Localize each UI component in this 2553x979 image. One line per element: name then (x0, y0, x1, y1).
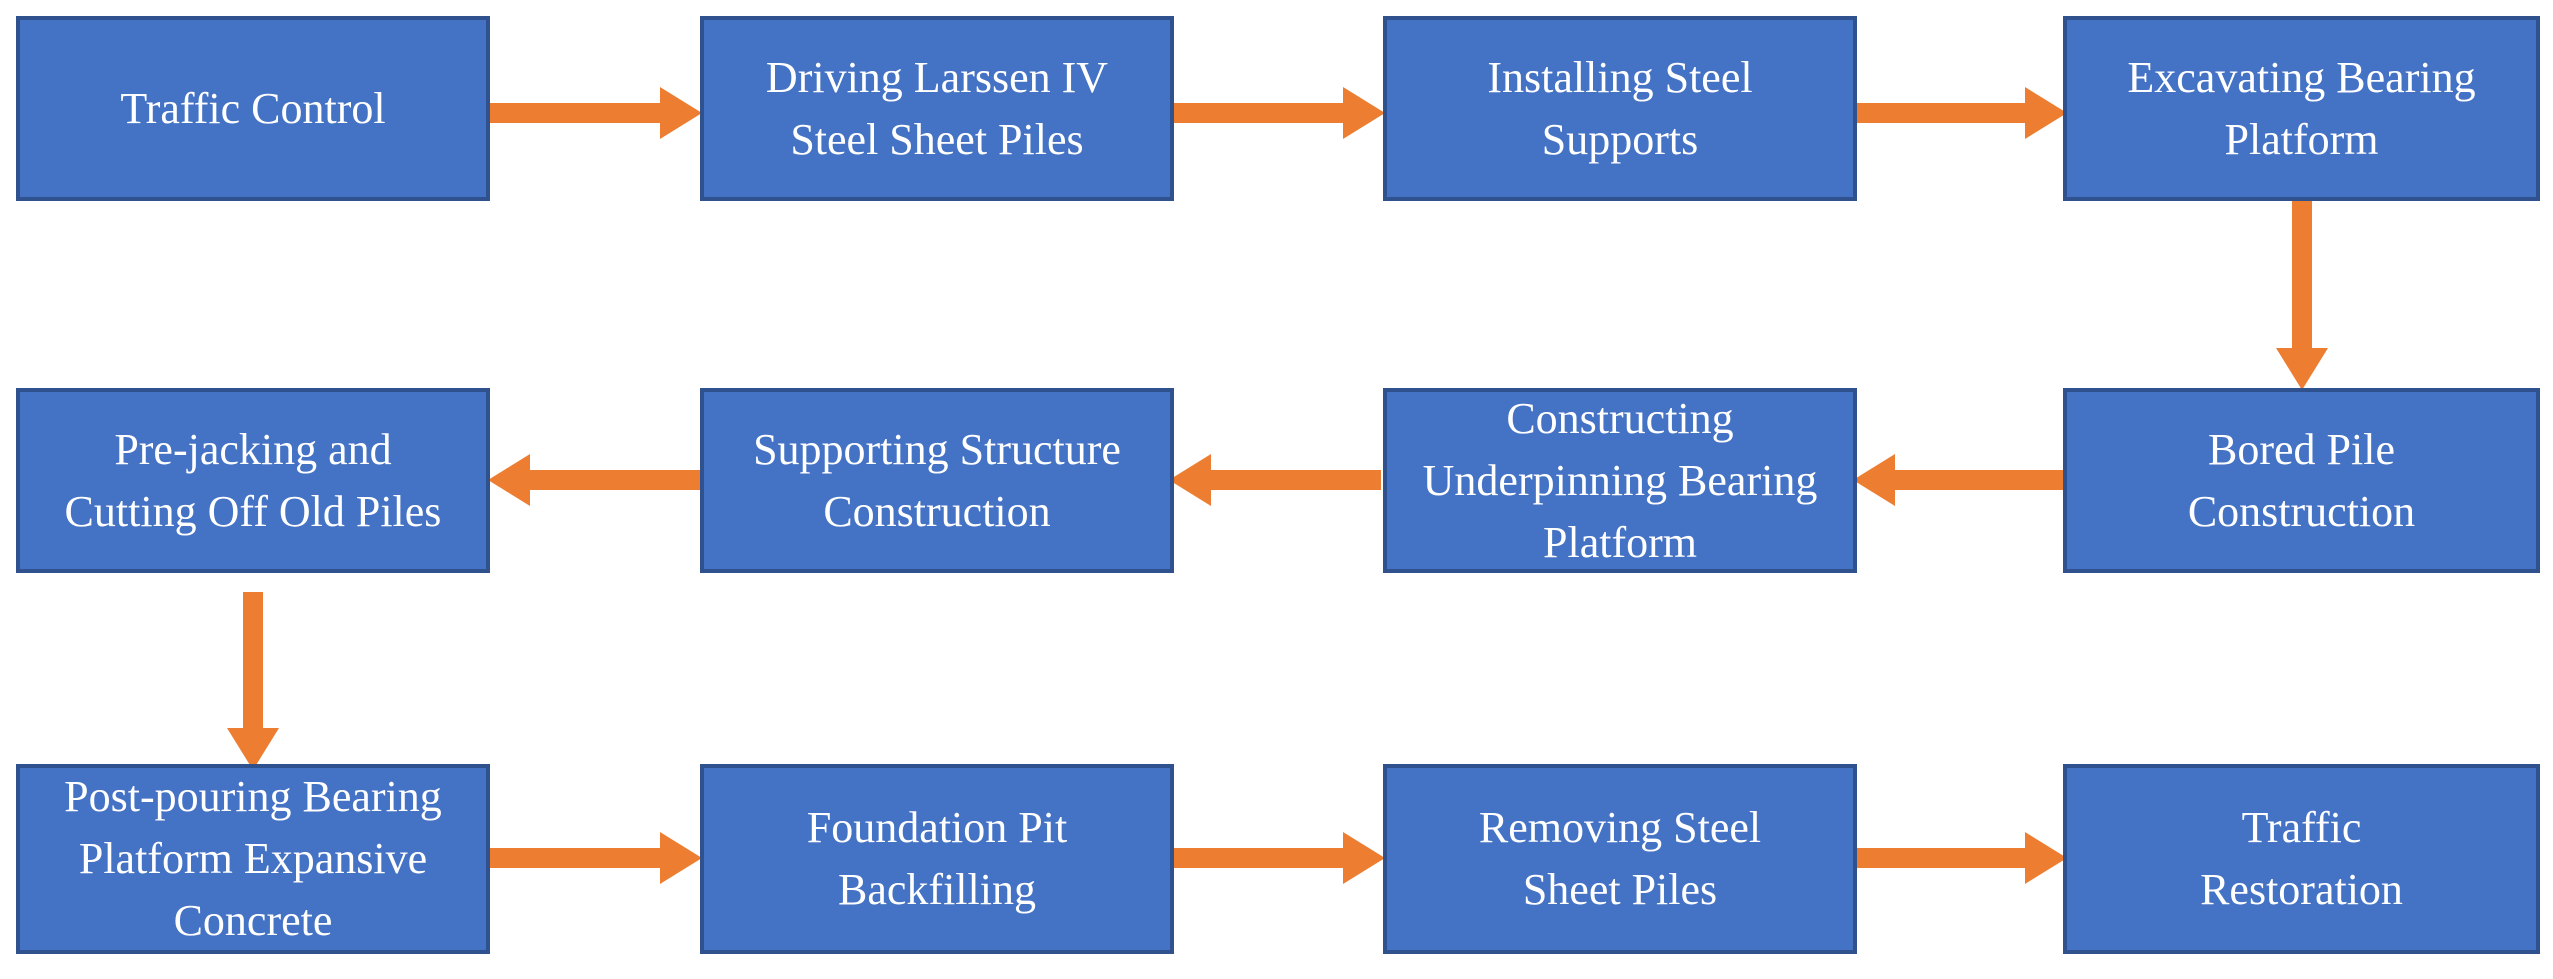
arrow-step10-to-step11 (1173, 832, 1385, 884)
step-pre-jacking-and-cutting-off-old-piles: Pre-jacking and Cutting Off Old Piles (16, 388, 490, 573)
arrow-step1-to-step2 (490, 87, 702, 139)
step-label: Post-pouring Bearing Platform Expansive … (64, 772, 442, 945)
step-post-pouring-bearing-platform-expansive-concrete: Post-pouring Bearing Platform Expansive … (16, 764, 490, 954)
arrow-step11-to-step12 (1855, 832, 2067, 884)
arrow-step4-to-step5 (2276, 200, 2328, 390)
step-label: Bored Pile Construction (2187, 424, 2416, 536)
step-label: Pre-jacking and Cutting Off Old Piles (64, 424, 442, 536)
step-traffic-control: Traffic Control (16, 16, 490, 201)
step-supporting-structure-construction: Supporting Structure Construction (700, 388, 1174, 573)
arrow-step5-to-step6 (1853, 454, 2065, 506)
step-label: Excavating Bearing Platform (2127, 52, 2476, 164)
step-label: Foundation Pit Backfilling (806, 803, 1068, 914)
arrow-step3-to-step4 (1855, 87, 2067, 139)
step-label: Driving Larssen IV Steel Sheet Piles (765, 52, 1109, 164)
step-constructing-underpinning-bearing-platform: Constructing Underpinning Bearing Platfo… (1383, 388, 1857, 573)
step-removing-steel-sheet-piles: Removing Steel Sheet Piles (1383, 764, 1857, 954)
arrow-step9-to-step10 (490, 832, 702, 884)
step-bored-pile-construction: Bored Pile Construction (2063, 388, 2540, 573)
step-excavating-bearing-platform: Excavating Bearing Platform (2063, 16, 2540, 201)
arrow-step2-to-step3 (1173, 87, 1385, 139)
step-driving-larssen-iv-steel-sheet-piles: Driving Larssen IV Steel Sheet Piles (700, 16, 1174, 201)
step-traffic-restoration: Traffic Restoration (2063, 764, 2540, 954)
step-label: Traffic Restoration (2200, 803, 2403, 914)
step-foundation-pit-backfilling: Foundation Pit Backfilling (700, 764, 1174, 954)
step-installing-steel-supports: Installing Steel Supports (1383, 16, 1857, 201)
step-label: Constructing Underpinning Bearing Platfo… (1422, 393, 1818, 567)
step-label: Installing Steel Supports (1487, 52, 1753, 164)
arrow-step6-to-step7 (1169, 454, 1381, 506)
step-label: Removing Steel Sheet Piles (1478, 803, 1762, 914)
arrow-step7-to-step8 (488, 454, 700, 506)
arrow-step8-to-step9 (227, 592, 279, 770)
step-label: Supporting Structure Construction (753, 424, 1121, 536)
step-label: Traffic Control (120, 83, 386, 133)
